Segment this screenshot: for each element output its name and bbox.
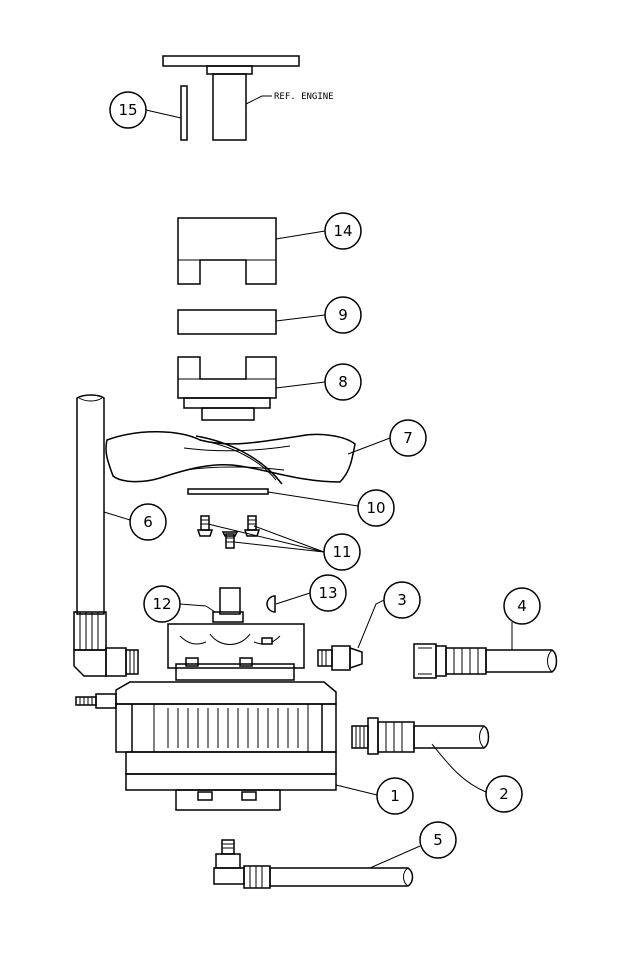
callout-7: 7 <box>389 419 427 457</box>
svg-text:9: 9 <box>338 306 348 324</box>
hose-2 <box>351 717 490 755</box>
callout-5: 5 <box>419 821 457 859</box>
svg-text:3: 3 <box>397 591 407 609</box>
hose-6 <box>73 394 139 677</box>
svg-text:1: 1 <box>390 787 400 805</box>
callout-2: 2 <box>485 775 523 813</box>
callout-12: 12 <box>143 585 181 623</box>
hose-4 <box>413 643 558 679</box>
callout-4: 4 <box>503 587 541 625</box>
callout-3: 3 <box>383 581 421 619</box>
hose-5 <box>213 839 414 889</box>
callout-15: 15 <box>109 91 147 129</box>
shim-plate-10 <box>187 488 269 495</box>
svg-text:14: 14 <box>333 222 352 240</box>
svg-text:4: 4 <box>517 597 527 615</box>
svg-text:7: 7 <box>403 429 413 447</box>
screws-11 <box>196 515 261 549</box>
svg-text:8: 8 <box>338 373 348 391</box>
shaft-12 <box>212 587 244 623</box>
svg-text:5: 5 <box>433 831 443 849</box>
fan-hub-8 <box>177 356 277 421</box>
svg-text:11: 11 <box>332 543 351 561</box>
callout-10: 10 <box>357 489 395 527</box>
callout-11: 11 <box>323 533 361 571</box>
callout-14: 14 <box>324 212 362 250</box>
callout-8: 8 <box>324 363 362 401</box>
adapter-block-14 <box>177 217 277 285</box>
svg-text:12: 12 <box>152 595 171 613</box>
callout-6: 6 <box>129 503 167 541</box>
svg-text:13: 13 <box>318 584 337 602</box>
spacer-plate-15 <box>180 85 188 141</box>
svg-text:15: 15 <box>118 101 137 119</box>
callout-1: 1 <box>376 777 414 815</box>
plate-9 <box>177 309 277 335</box>
callout-13: 13 <box>309 574 347 612</box>
pump-bracket <box>167 623 305 669</box>
key-13 <box>266 595 276 613</box>
svg-text:6: 6 <box>143 513 153 531</box>
ref-engine-label: REF. ENGINE <box>274 92 334 102</box>
fitting-3 <box>317 645 363 671</box>
screw-c <box>221 531 239 549</box>
callout-9: 9 <box>324 296 362 334</box>
svg-text:2: 2 <box>499 785 509 803</box>
engine-shaft <box>162 55 300 141</box>
pump-body-1 <box>75 657 337 811</box>
svg-text:10: 10 <box>366 499 385 517</box>
fan-blade-7 <box>105 431 356 485</box>
screw-a <box>196 515 214 537</box>
